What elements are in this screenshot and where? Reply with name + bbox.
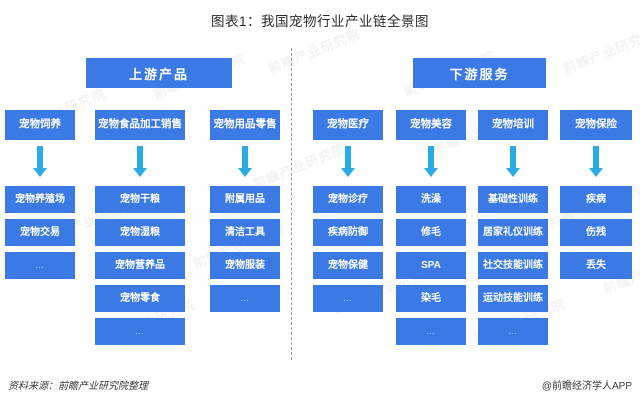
upstream-downstream-divider bbox=[291, 48, 292, 360]
item-box[interactable]: 宠物湿粮 bbox=[95, 219, 185, 246]
column-header-downstream-2[interactable]: 宠物培训 bbox=[478, 110, 548, 140]
item-box[interactable]: 宠物营养品 bbox=[95, 252, 185, 279]
brand-label: @前瞻经济学人APP bbox=[541, 381, 632, 392]
item-box[interactable]: 附属用品 bbox=[210, 186, 280, 213]
column-header-downstream-3[interactable]: 宠物保险 bbox=[560, 110, 632, 140]
item-box[interactable]: 修毛 bbox=[396, 219, 466, 246]
item-box[interactable]: 清洁工具 bbox=[210, 219, 280, 246]
item-box[interactable]: 宠物养殖场 bbox=[5, 186, 75, 213]
source-note: 资料来源：前瞻产业研究院整理 bbox=[8, 381, 148, 392]
item-box[interactable]: 宠物诊疗 bbox=[313, 186, 383, 213]
item-box-more[interactable]: … bbox=[396, 318, 466, 345]
item-box[interactable]: 丢失 bbox=[560, 252, 632, 279]
item-box[interactable]: 伤残 bbox=[560, 219, 632, 246]
watermark-text: 前瞻产业研究院 bbox=[250, 138, 348, 192]
banner-downstream: 下游服务 bbox=[413, 58, 546, 88]
item-box-more[interactable]: … bbox=[5, 252, 75, 279]
item-box[interactable]: SPA bbox=[396, 252, 466, 279]
item-box[interactable]: 基础性训练 bbox=[478, 186, 548, 213]
item-box[interactable]: 居家礼仪训练 bbox=[478, 219, 548, 246]
item-box-more[interactable]: … bbox=[478, 318, 548, 345]
banner-upstream: 上游产品 bbox=[86, 58, 232, 88]
column-header-downstream-1[interactable]: 宠物美容 bbox=[396, 110, 466, 140]
item-box-more[interactable]: … bbox=[95, 318, 185, 345]
column-header-upstream-0[interactable]: 宠物饲养 bbox=[5, 110, 75, 140]
item-box[interactable]: 染毛 bbox=[396, 285, 466, 312]
item-box[interactable]: 宠物服装 bbox=[210, 252, 280, 279]
item-box[interactable]: 宠物保健 bbox=[313, 252, 383, 279]
item-box[interactable]: 宠物零食 bbox=[95, 285, 185, 312]
item-box-more[interactable]: … bbox=[210, 285, 280, 312]
item-box[interactable]: 运动技能训练 bbox=[478, 285, 548, 312]
item-box-more[interactable]: … bbox=[313, 285, 383, 312]
item-box[interactable]: 洗澡 bbox=[396, 186, 466, 213]
item-box[interactable]: 宠物交易 bbox=[5, 219, 75, 246]
watermark-text: 前瞻产业研究院 bbox=[560, 23, 640, 77]
column-header-upstream-1[interactable]: 宠物食品加工销售 bbox=[95, 110, 185, 140]
item-box[interactable]: 疾病 bbox=[560, 186, 632, 213]
page-title: 图表1：我国宠物行业产业链全景图 bbox=[210, 14, 429, 29]
watermark-text: 前瞻产业研究院 bbox=[265, 23, 363, 77]
column-header-upstream-2[interactable]: 宠物用品零售 bbox=[210, 110, 280, 140]
item-box[interactable]: 宠物干粮 bbox=[95, 186, 185, 213]
column-header-downstream-0[interactable]: 宠物医疗 bbox=[313, 110, 383, 140]
item-box[interactable]: 疾病防御 bbox=[313, 219, 383, 246]
item-box[interactable]: 社交技能训练 bbox=[478, 252, 548, 279]
